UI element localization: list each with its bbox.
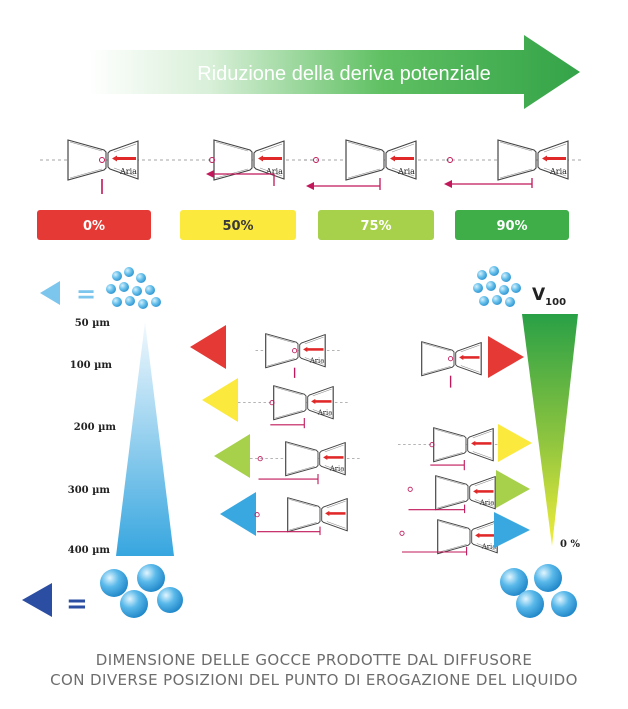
right-column: Aria Aria (397, 336, 532, 556)
large-equals: = (66, 589, 88, 619)
badge-75-label: 75% (360, 219, 391, 234)
badge-0 (37, 210, 151, 240)
header-title: Riduzione della deriva potenziale (197, 63, 491, 85)
small-drops-legend: = (40, 267, 161, 309)
spray-point-icon (313, 157, 319, 163)
size-label-300: 300 µm (68, 485, 111, 496)
nozzle-diagram-m3: Aria (249, 441, 361, 485)
badge-90-label: 90% (496, 219, 527, 234)
nozzle-diagram-m2: Aria (237, 385, 349, 429)
badge-75 (318, 210, 434, 240)
arrow-left-yellow (202, 378, 238, 422)
nozzle-label: Aria (479, 499, 494, 507)
nozzle-diagram-2: Aria (172, 139, 316, 186)
small-equals: = (76, 280, 96, 308)
badge-50-label: 50% (222, 219, 253, 234)
nozzle-row-top: Aria Aria Aria Aria (40, 139, 584, 194)
percent-badges: 0% 50% 75% 90% (37, 210, 569, 240)
nozzle-label: Aria (397, 167, 415, 176)
large-drops-legend: = (22, 564, 183, 619)
nozzle-diagram-3: Aria (304, 139, 448, 190)
arrow-right-blue (494, 512, 530, 548)
arrow-right-lime (496, 470, 530, 508)
small-droplets-icon-right (473, 266, 521, 307)
nozzle-label: Aria (317, 409, 332, 417)
spray-point-icon (447, 157, 453, 163)
nozzle-label: Aria (549, 167, 567, 176)
nozzle-diagram-r1 (421, 341, 482, 388)
small-droplets-icon (106, 267, 161, 309)
arrow-right-red (488, 336, 524, 378)
nozzle-label: Aria (119, 167, 137, 176)
nozzle-label: Aria (329, 465, 344, 473)
v100-legend: V100 0 % (473, 266, 580, 550)
v100-label: V100 (532, 285, 566, 308)
badge-90 (455, 210, 569, 240)
nozzle-label: Aria (309, 357, 324, 365)
nozzle-diagram-r2 (397, 427, 506, 471)
nozzle-diagram-r3: Aria (407, 475, 496, 514)
badge-50 (180, 210, 296, 240)
nozzle-diagram-m1: Aria (255, 333, 341, 378)
size-label-400: 400 µm (68, 545, 111, 556)
nozzle-diagram-m4 (254, 497, 348, 536)
droplet-size-scale: 50 µm 100 µm 200 µm 300 µm 400 µm (68, 318, 174, 556)
nozzle-label: Aria (265, 167, 283, 176)
badge-0-label: 0% (83, 219, 105, 234)
nozzle-label: Aria (481, 543, 496, 551)
small-arrow-icon (40, 281, 60, 305)
arrow-left-lime (214, 434, 250, 478)
caption-line-2: CON DIVERSE POSIZIONI DEL PUNTO DI EROGA… (50, 671, 578, 689)
middle-column: Aria Aria Aria (190, 325, 361, 536)
arrow-left-red (190, 325, 226, 369)
large-droplets-icon (100, 564, 183, 618)
caption-line-1: DIMENSIONE DELLE GOCCE PRODOTTE DAL DIFF… (95, 651, 533, 669)
large-droplets-icon-right (500, 564, 577, 618)
arrow-left-blue (220, 492, 256, 536)
v100-subscript: 100 (545, 297, 566, 308)
spray-point-icon (209, 157, 215, 163)
size-label-200: 200 µm (74, 422, 117, 433)
nozzle-diagram-1: Aria (40, 139, 170, 194)
v100-wedge (522, 314, 578, 546)
nozzle-diagram-r4: Aria (399, 519, 498, 556)
header-arrow: Riduzione della deriva potenziale (88, 35, 580, 109)
spray-point-icon (99, 157, 105, 163)
size-label-100: 100 µm (70, 360, 113, 371)
large-arrow-icon (22, 583, 52, 617)
v100-bottom-label: 0 % (560, 539, 580, 550)
size-wedge (116, 322, 174, 556)
nozzle-diagram-4: Aria (444, 139, 584, 188)
size-label-50: 50 µm (75, 318, 111, 329)
arrow-right-yellow (498, 424, 532, 462)
header-arrow-shape (88, 35, 580, 109)
